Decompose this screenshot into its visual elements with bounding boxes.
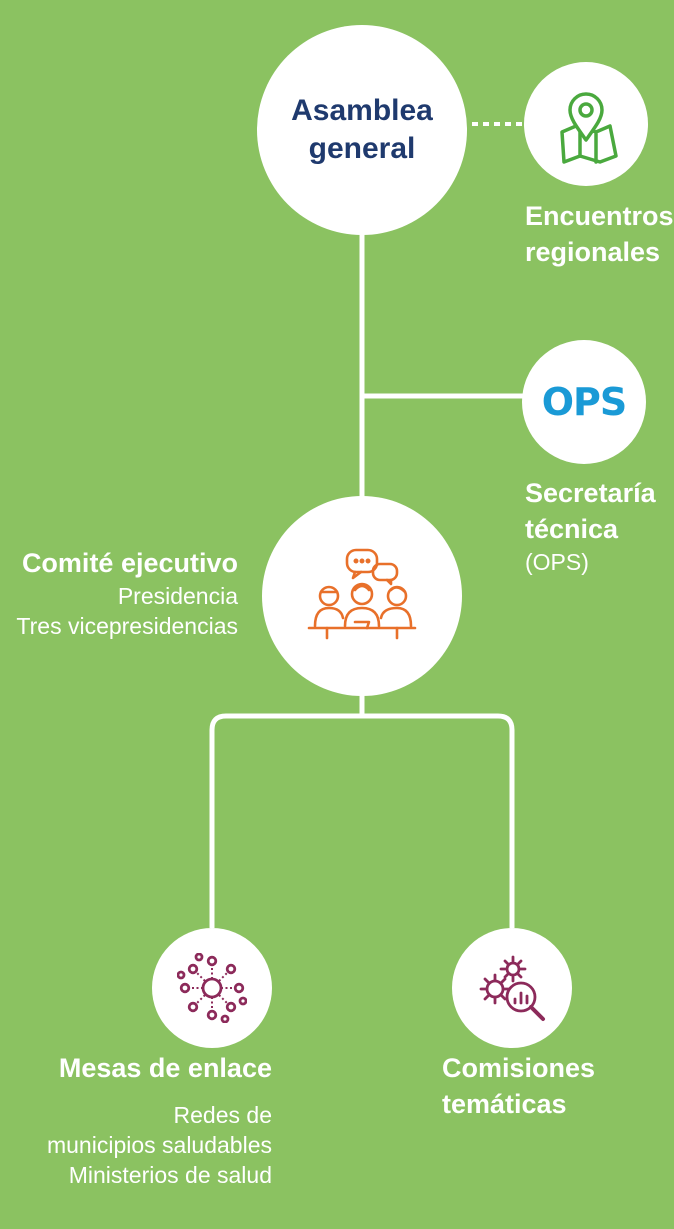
mesas-line1: Redes de [173,1102,272,1128]
network-icon [177,953,247,1023]
gears-analysis-icon [479,955,545,1021]
secretaria-line1: Secretaría [525,478,656,508]
team-meeting-icon [307,548,417,640]
comite-node [262,496,462,696]
secretaria-sub: (OPS) [525,549,589,575]
comite-line1: Presidencia [117,583,238,609]
encuentros-line1: Encuentros [525,201,674,231]
secretaria-line2: técnica [525,514,619,544]
mesas-line3: Ministerios de salud [68,1162,272,1188]
asamblea-line1: Asamblea [291,94,433,127]
comite-line2: Tres vicepresidencias [16,613,238,639]
mesas-line2: municipios saludables [46,1132,272,1158]
comisiones-node [452,928,572,1048]
comite-label: Comité ejecutivo Presidencia Tres vicepr… [0,545,238,641]
comisiones-label: Comisiones temáticas [442,1050,595,1122]
comite-title: Comité ejecutivo [21,548,238,578]
secretaria-node: OPS [522,340,646,464]
ops-logo: OPS [541,380,628,424]
mesas-label: Mesas de enlace Redes de municipios salu… [0,950,272,1190]
encuentros-line2: regionales [525,237,661,267]
asamblea-node: Asamblea general [257,25,467,235]
encuentros-node [524,62,648,186]
mesas-node [152,928,272,1048]
mesas-title: Mesas de enlace [58,1053,272,1083]
map-pin-icon [560,92,618,164]
asamblea-line2: general [308,132,416,165]
asamblea-title: Asamblea general [291,92,433,168]
comisiones-line1: Comisiones [442,1053,596,1083]
line-branches [209,713,515,780]
comisiones-line2: temáticas [442,1089,567,1119]
secretaria-label: Secretaría técnica (OPS) [525,475,656,577]
encuentros-label: Encuentros regionales [525,198,674,270]
